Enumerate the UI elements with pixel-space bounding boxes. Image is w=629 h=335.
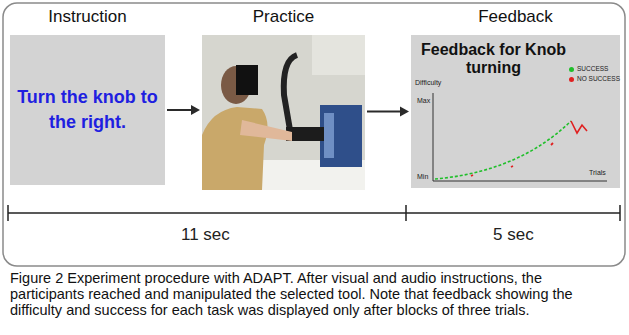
legend-row: NO SUCCESS: [569, 75, 620, 83]
legend-swatch: [569, 77, 574, 82]
failure-curve: [571, 121, 587, 133]
x-axis: [433, 181, 607, 182]
y-axis: [433, 93, 434, 181]
axis-label: Difficulty: [415, 79, 441, 87]
robot-cable: [284, 55, 297, 130]
robot-base: [320, 105, 362, 167]
column-heading: Practice: [182, 7, 385, 27]
instruction-screen: InstructionTurn the knob to the right.: [10, 35, 165, 185]
column-heading: Instruction: [0, 7, 185, 27]
flow-arrow: [167, 105, 200, 115]
legend-text: SUCCESS: [577, 65, 608, 73]
legend-text: NO SUCCESS: [577, 75, 620, 83]
instruction-text: Turn the knob to the right.: [16, 35, 159, 185]
duration-label: 11 sec: [181, 225, 230, 245]
legend-row: SUCCESS: [569, 65, 608, 73]
legend-swatch: [569, 67, 574, 72]
axis-tick-label: Min: [417, 173, 428, 181]
face-mask: [236, 65, 258, 95]
person-body: [202, 107, 268, 190]
axis-tick-label: Max: [417, 97, 430, 105]
column-heading: Feedback: [391, 7, 629, 27]
practice-photo: Practice: [202, 35, 365, 190]
person-arm: [240, 120, 292, 141]
timeline: [8, 205, 620, 221]
axis-label: Trials: [589, 169, 606, 177]
photo-window: [312, 35, 365, 75]
practice-illustration: [202, 35, 365, 190]
robot-panel: [324, 113, 334, 158]
success-curve: [435, 121, 571, 179]
figure-caption: Figure 2 Experiment procedure with ADAPT…: [10, 270, 618, 318]
failure-points: [471, 143, 553, 176]
feedback-screen: FeedbackFeedback for Knob turningDifficu…: [411, 35, 620, 188]
feedback-title: Feedback for Knob turning: [421, 41, 566, 77]
photo-wall: [202, 35, 365, 190]
flow-arrow: [367, 107, 409, 117]
duration-label: 5 sec: [493, 225, 534, 245]
frame-border: [3, 3, 625, 266]
